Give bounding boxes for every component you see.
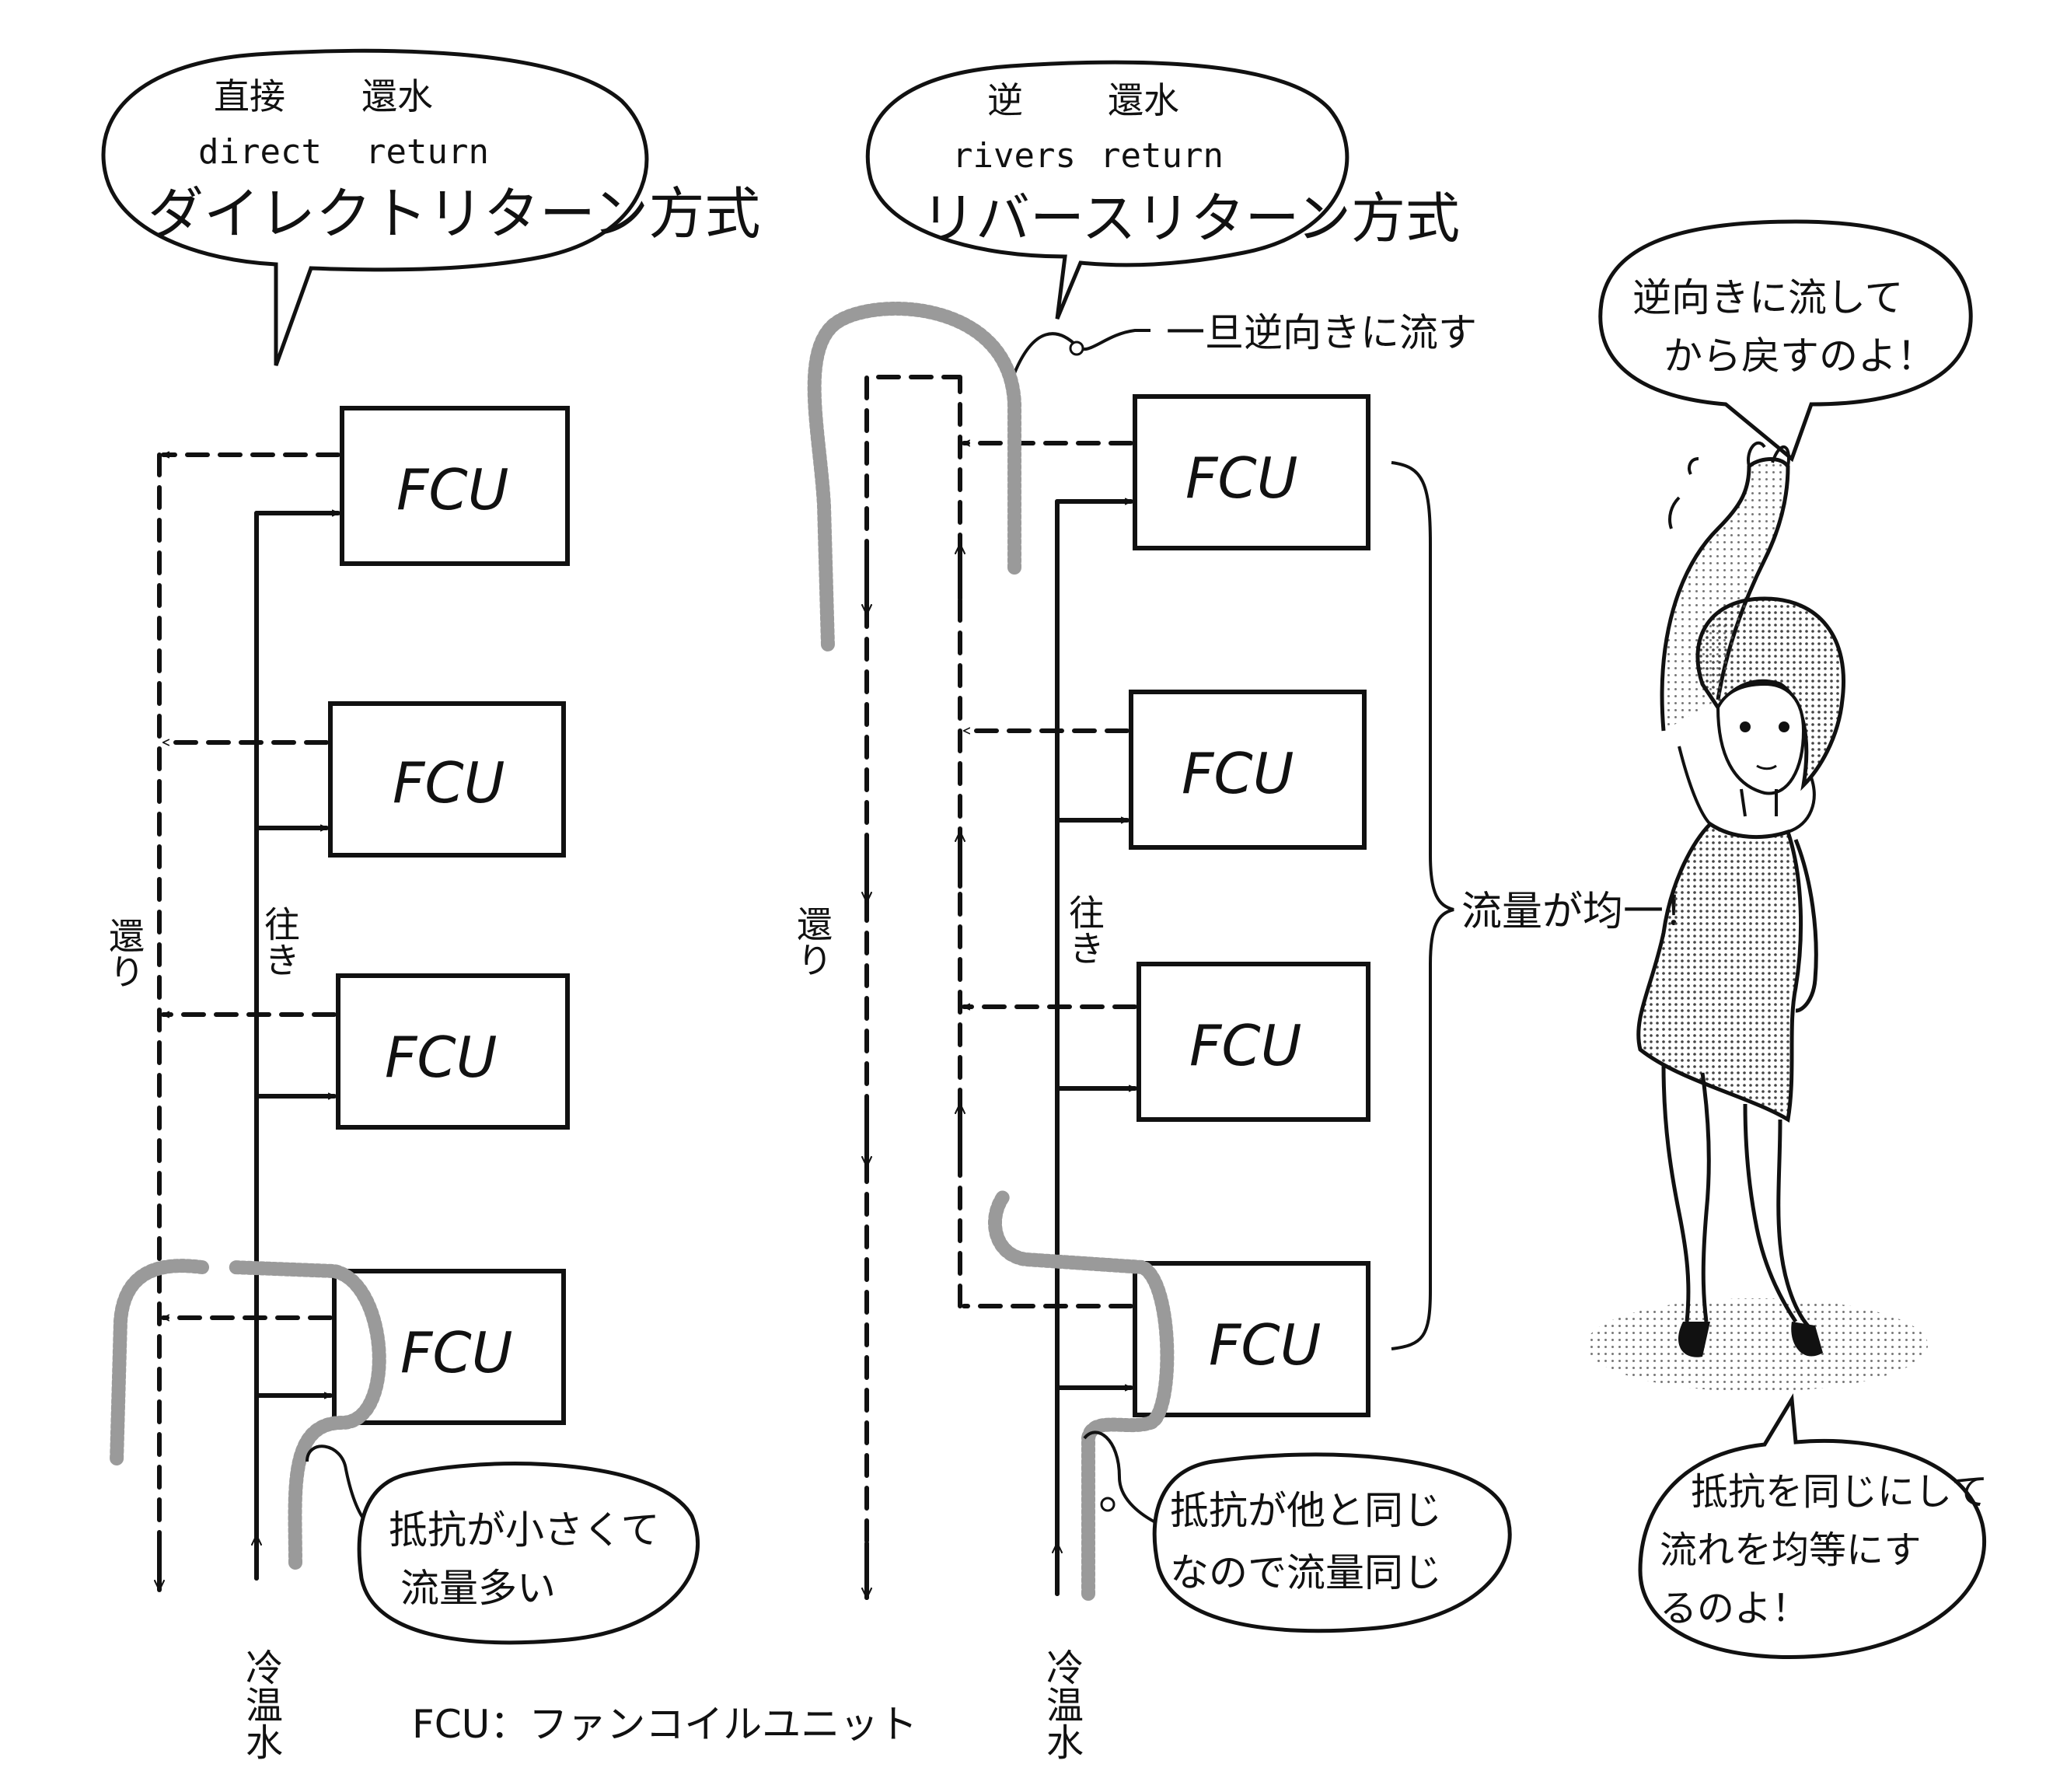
speech-top-line1: 逆向きに流して (1632, 275, 1904, 320)
fcu-legend: FCU：ファンコイルユニット (412, 1702, 917, 1747)
character-legs (1661, 1064, 1813, 1331)
fcu-label: FCU (1209, 1312, 1321, 1378)
reverse-title-roman-1: rivers (952, 136, 1076, 176)
character-group: 逆向きに流して から戻すのよ！ 抵抗を同じにして 流れを均等にす るのよ！ (1586, 219, 1988, 1659)
reverse-title-kanji-2: 還水 (1108, 79, 1179, 121)
reverse-note-line1: 抵抗が他と同じ (1170, 1488, 1442, 1533)
floor-shadow (1586, 1298, 1928, 1392)
speech-bottom-line2: 流れを均等にす (1660, 1528, 1921, 1572)
fcu-box (328, 701, 566, 858)
fcu-label: FCU (393, 750, 505, 816)
fcu-label: FCU (385, 1025, 497, 1090)
fcu-box (1129, 690, 1367, 850)
fcu-label: FCU (1189, 1013, 1301, 1078)
reverse-title-main: リバースリターン方式 (921, 187, 1460, 250)
reverse-note-line2: なので流量同じ (1170, 1550, 1442, 1595)
uniform-brace (1391, 461, 1454, 1350)
reverse-flow-path-bottom (988, 1190, 1175, 1601)
character-dress (1636, 821, 1803, 1123)
fcu-label: FCU (1185, 445, 1297, 511)
direct-source-label: 冷温水 (239, 1648, 282, 1760)
speech-top-line2: から戻すのよ！ (1664, 334, 1936, 379)
reverse-note: 一旦逆向きに流す (1013, 310, 1477, 374)
direct-return-label: 還り (103, 917, 145, 989)
character-speech-bottom: 抵抗を同じにして 流れを均等にす るのよ！ (1638, 1393, 1988, 1659)
character-shoes (1678, 1322, 1823, 1357)
character-hair (1695, 596, 1845, 791)
direct-return-pipe (159, 455, 340, 1592)
character-raised-arm (1660, 457, 1790, 732)
fcu-label: FCU (1182, 741, 1294, 806)
direct-note-line1: 抵抗が小さくて (389, 1507, 660, 1553)
direct-note-line2: 流量多い (400, 1566, 556, 1611)
direct-flow-path (110, 1259, 386, 1570)
direct-title-roman-1: direct (198, 132, 322, 172)
direct-fcu-units: FCU FCU FCU FCU (328, 406, 570, 1425)
character-eye (1779, 721, 1789, 732)
direct-title-kanji-1: 直接 (214, 75, 285, 117)
reverse-return-label: 還り (791, 906, 833, 977)
direct-title-kanji-2: 還水 (361, 75, 433, 117)
reverse-supply-pipe (1057, 501, 1137, 1596)
reverse-return-riser-up (960, 379, 1137, 1308)
fcu-box (340, 406, 570, 566)
speech-bottom-line3: るのよ！ (1660, 1587, 1809, 1630)
reverse-source-label: 冷温水 (1039, 1648, 1083, 1760)
reverse-note-text: 一旦逆向きに流す (1166, 310, 1477, 355)
direct-title-main: ダイレクトリターン方式 (148, 181, 760, 246)
fcu-box (336, 973, 570, 1130)
direct-supply-label: 往き (259, 906, 301, 977)
direct-supply-pipe (257, 513, 340, 1581)
character-eye (1740, 721, 1751, 732)
speech-bottom-line1: 抵抗を同じにして (1691, 1470, 1988, 1514)
direct-return-panel: 直接 還水 direct return ダイレクトリターン方式 FCU FCU … (101, 48, 760, 1760)
reverse-fcu-units: FCU FCU FCU FCU (1129, 394, 1370, 1417)
direct-return-title-bubble: 直接 還水 direct return ダイレクトリターン方式 (101, 48, 760, 366)
fcu-box (1133, 394, 1370, 550)
reverse-note-bubble: 抵抗が他と同じ なので流量同じ (1083, 1430, 1512, 1633)
reverse-return-panel: 逆 還水 rivers return リバースリターン方式 一旦逆向きに流す F… (791, 60, 1704, 1760)
reverse-title-roman-2: return (1100, 136, 1224, 176)
reverse-title-kanji-1: 逆 (987, 79, 1023, 121)
character-lower-arm (1793, 839, 1818, 1013)
reverse-flow-path-top (807, 301, 1021, 652)
reverse-return-title-bubble: 逆 還水 rivers return リバースリターン方式 (865, 60, 1460, 320)
fcu-label: FCU (400, 1320, 512, 1385)
fcu-box (1133, 1261, 1370, 1417)
character-face (1716, 682, 1806, 795)
direct-title-roman-2: return (365, 132, 489, 172)
reverse-return-riser-down (867, 375, 962, 1600)
fcu-box (1136, 962, 1370, 1122)
direct-note-bubble: 抵抗が小さくて 流量多い (306, 1444, 700, 1645)
fcu-label: FCU (396, 457, 508, 522)
reverse-supply-label: 往き (1063, 894, 1105, 966)
character-speech-top: 逆向きに流して から戻すのよ！ (1598, 219, 1973, 463)
